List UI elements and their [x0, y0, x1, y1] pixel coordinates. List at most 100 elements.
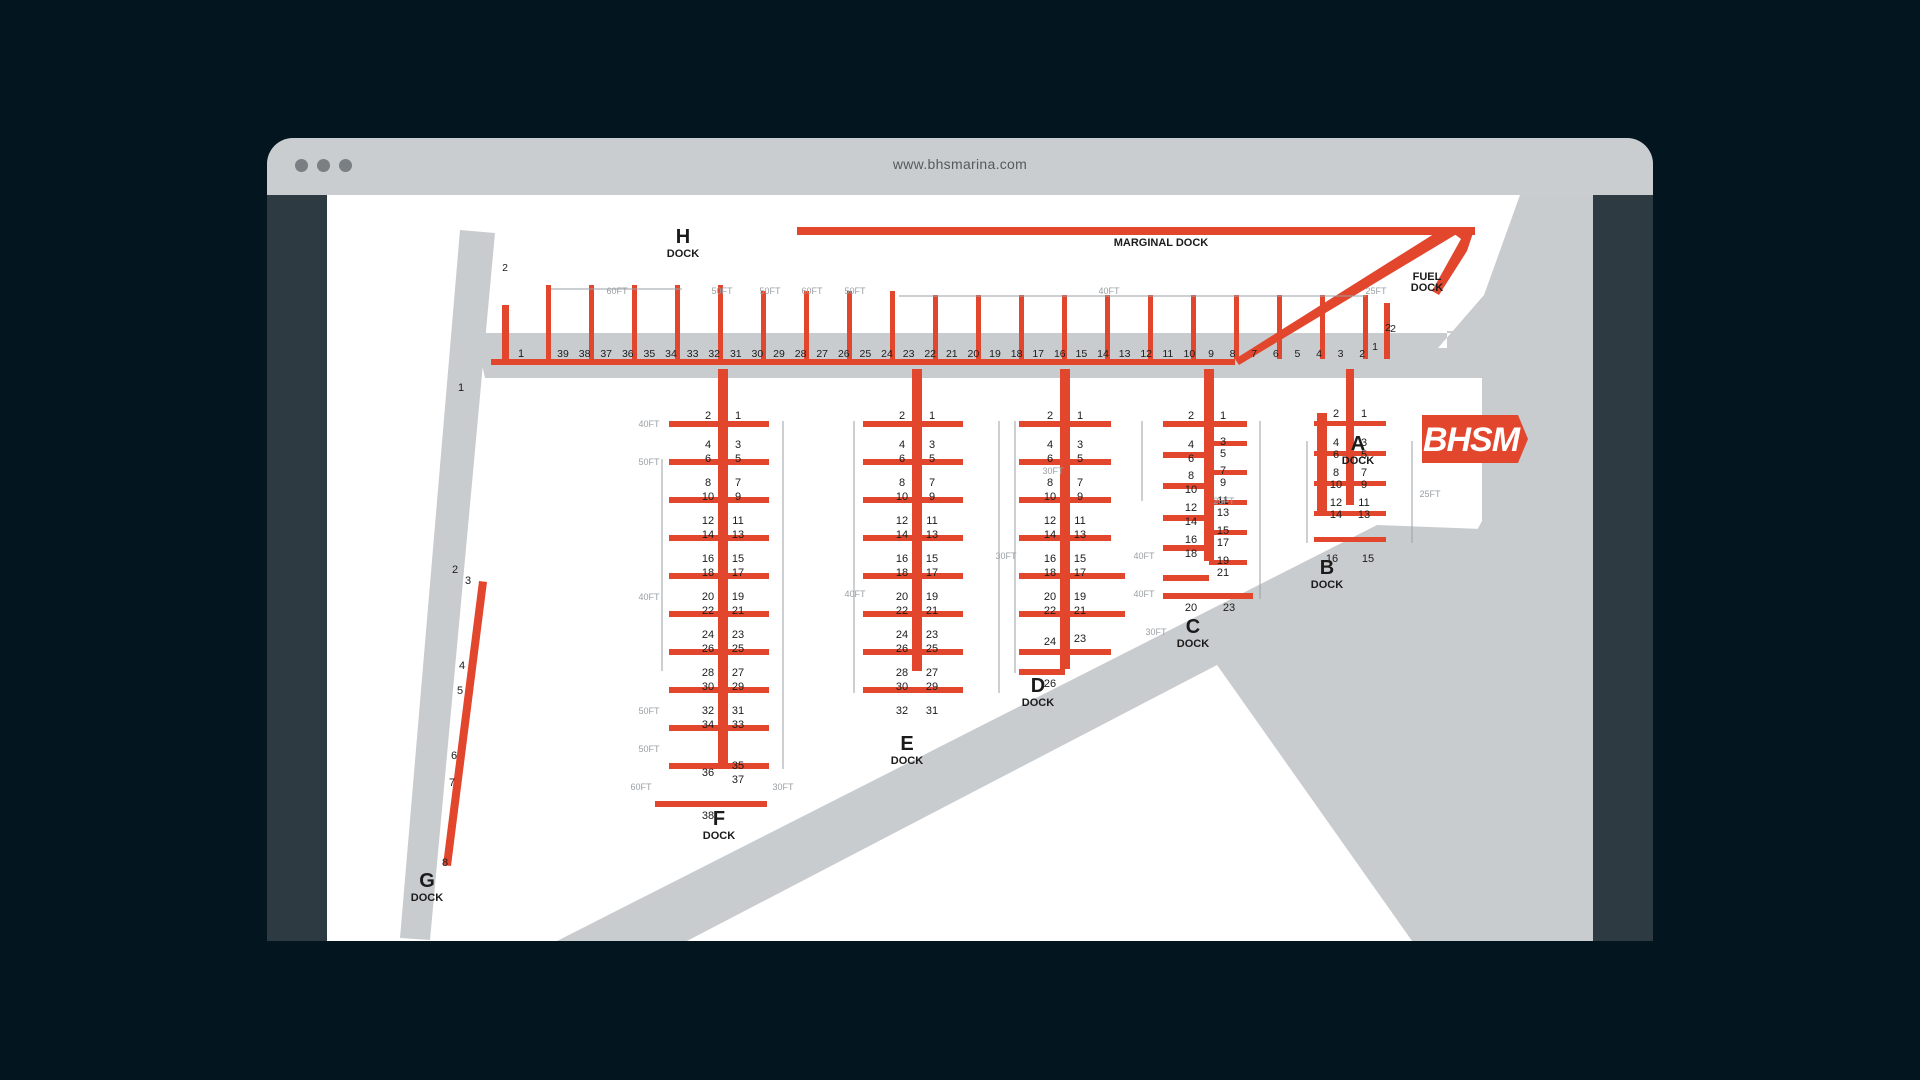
bhsm-logo[interactable]: BHSM — [1422, 415, 1528, 463]
c-dock-slip-label: 20 — [1185, 602, 1197, 614]
h-dock-slip-label: 34 — [665, 348, 677, 360]
d-dock-slip-label: 23 — [1074, 633, 1086, 645]
fuel-dock-arm — [1432, 227, 1475, 295]
window-close-button[interactable] — [295, 159, 308, 172]
h-dock-slip-label: 35 — [644, 348, 656, 360]
f-dock-slip-label: 21 — [732, 605, 744, 617]
h-dock-slip-label: 3 — [1338, 348, 1344, 360]
b-dock-slip-label: 11 — [1358, 497, 1369, 509]
d-dock-slip-label: 19 — [1074, 591, 1086, 603]
e-dock-slip-label: 21 — [926, 605, 938, 617]
h-dock-finger — [1148, 295, 1153, 359]
d-dock-slip-label: 18 — [1044, 567, 1056, 579]
h-dock-dimension: 50FT — [844, 286, 866, 296]
h-dock-slip-label: 9 — [1208, 348, 1214, 360]
c-dock-slip-label: 8 — [1188, 470, 1194, 482]
c-dock-dimension: 30FT — [1042, 466, 1064, 476]
b-dock-letter[interactable]: B — [1320, 557, 1334, 579]
b-dock-finger-left — [1314, 481, 1350, 486]
f-dock-slip-label: 16 — [702, 553, 714, 565]
f-dock-dimension: 50FT — [638, 744, 660, 754]
c-dock-letter[interactable]: C — [1186, 616, 1200, 638]
f-dock-finger-left — [669, 497, 723, 503]
d-dock-slip-label: 10 — [1044, 491, 1056, 503]
h-dock-slip-label: 38 — [579, 348, 591, 360]
b-dock-end — [1314, 537, 1386, 542]
address-bar-url[interactable]: www.bhsmarina.com — [892, 156, 1028, 172]
c-dock-spine — [1204, 369, 1214, 561]
f-dock-finger-left — [669, 649, 723, 655]
c-dock-finger-left — [1163, 545, 1209, 551]
h-dock-slip-label: 21 — [946, 348, 958, 360]
d-dock-finger-right — [1065, 459, 1111, 465]
e-dock-finger-left — [863, 687, 917, 693]
e-dock-finger-left — [863, 459, 917, 465]
e-dock-slip-label: 14 — [896, 529, 908, 541]
e-dock-slip-label: 25 — [926, 643, 938, 655]
h-dock-finger — [1062, 295, 1067, 359]
b-dock-finger-right — [1350, 481, 1386, 486]
d-dock-slip-label: 22 — [1044, 605, 1056, 617]
c-dock-slip-label: 9 — [1220, 477, 1226, 489]
b-dock-slip-label: 5 — [1361, 449, 1367, 461]
f-dock-dimension: 40FT — [638, 419, 660, 429]
h-dock-dimension: 40FT — [1098, 286, 1120, 296]
e-dock-slip-label: 16 — [896, 553, 908, 565]
d-dock-finger-right — [1065, 649, 1111, 655]
g-dock-letter[interactable]: G — [419, 870, 435, 892]
e-dock-slip-label: 23 — [926, 629, 938, 641]
d-dock-finger-right — [1065, 497, 1111, 503]
e-dock-letter[interactable]: E — [900, 733, 913, 755]
e-dock-finger-right — [917, 573, 963, 579]
marginal-dock-walkway — [797, 227, 1475, 235]
f-dock-slip-label: 37 — [732, 774, 744, 786]
h-dock-finger — [632, 285, 637, 359]
h-dock-slip-label: 25 — [860, 348, 872, 360]
h-dock-finger — [1277, 295, 1282, 359]
browser-titlebar: www.bhsmarina.com — [267, 138, 1653, 195]
h-dock-end-arm — [502, 305, 509, 365]
d-dock-letter[interactable]: D — [1031, 675, 1045, 697]
d-dock-slip-label: 9 — [1077, 491, 1083, 503]
f-dock-slip-label: 24 — [702, 629, 714, 641]
f-dock-dimension: 40FT — [638, 592, 660, 602]
b-dock-slip-label: 12 — [1330, 497, 1342, 509]
b-dock-slip-label: 2 — [1333, 408, 1339, 420]
d-dock-finger-right — [1065, 535, 1111, 541]
d-dock-finger-right-long — [1065, 573, 1125, 579]
g-dock-slip-label: 3 — [465, 575, 471, 587]
h-dock-finger — [1191, 295, 1196, 359]
window-minimize-button[interactable] — [317, 159, 330, 172]
h-dock-slip-label: 1 — [518, 348, 524, 360]
h-dock-finger — [589, 285, 594, 359]
e-dock-slip-label: 12 — [896, 515, 908, 527]
f-dock-dimension: 50FT — [638, 706, 660, 716]
c-dock-finger-right — [1209, 470, 1247, 475]
c-dock-slip-label: 5 — [1220, 448, 1226, 460]
h-dock-finger — [1105, 295, 1110, 359]
h-dock-dimension: 50FT — [711, 286, 733, 296]
a-dock-letter[interactable]: A — [1351, 433, 1365, 455]
f-dock-finger-right — [723, 687, 769, 693]
window-maximize-button[interactable] — [339, 159, 352, 172]
logo-badge — [1422, 415, 1518, 463]
h-dock-letter[interactable]: H — [676, 226, 690, 248]
b-dock-slip-label: 6 — [1333, 449, 1339, 461]
f-dock-finger-right — [723, 611, 769, 617]
d-dock-slip-label: 12 — [1044, 515, 1056, 527]
c-dock-slip-label: 23 — [1223, 602, 1235, 614]
f-dock-letter[interactable]: F — [713, 808, 725, 830]
d-dock-finger-left — [1019, 459, 1065, 465]
h-dock-slip-2-finger — [1384, 303, 1390, 359]
f-dock-slip-label: 20 — [702, 591, 714, 603]
h-dock-finger — [1019, 295, 1024, 359]
f-dock-slip-label: 31 — [732, 705, 744, 717]
h-dock-slip-label: 27 — [816, 348, 828, 360]
h-dock-slip-label: 4 — [1316, 348, 1322, 360]
b-dock-dimension: 25FT — [1419, 489, 1441, 499]
d-dock-finger-left — [1019, 497, 1065, 503]
a-dock-walkway — [1317, 413, 1327, 515]
g-dock-slip-label: 8 — [442, 857, 448, 869]
b-dock-finger-right — [1350, 451, 1386, 456]
c-dock-finger-right — [1209, 560, 1247, 565]
